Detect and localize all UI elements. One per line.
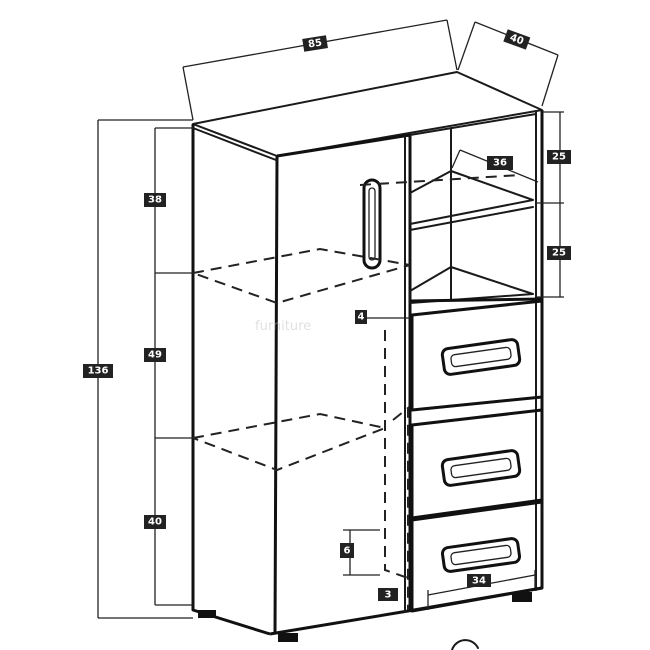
bottom-shelf xyxy=(409,266,534,304)
cabinet-top xyxy=(192,71,543,157)
dim-drawer-width: 34 xyxy=(467,574,491,587)
svg-text:34: 34 xyxy=(472,576,486,587)
dim-upper-shelf-gap: 25 xyxy=(547,150,571,164)
svg-text:36: 36 xyxy=(493,158,507,169)
dim-total-height: 136 xyxy=(83,364,113,378)
svg-text:3: 3 xyxy=(385,590,392,601)
dim-middle-section: 49 xyxy=(144,348,166,362)
dimension-labels: 85 40 136 38 49 40 25 25 xyxy=(83,29,571,601)
drawer-3-handle xyxy=(440,537,522,573)
dim-plinth-height: 6 xyxy=(340,543,354,558)
dim-top-depth: 40 xyxy=(503,29,531,50)
drawer-2 xyxy=(410,408,544,520)
door-left-edge xyxy=(273,155,279,635)
foot-left xyxy=(198,610,216,618)
svg-text:25: 25 xyxy=(552,152,566,163)
cabinet-left-edge xyxy=(191,124,271,636)
foot-right xyxy=(512,592,532,602)
svg-text:25: 25 xyxy=(552,248,566,259)
door-outline xyxy=(276,133,412,611)
hidden-shelf-lower xyxy=(192,412,389,472)
hidden-lines xyxy=(192,174,521,610)
svg-text:40: 40 xyxy=(148,517,162,528)
drawer-3 xyxy=(410,500,544,613)
dim-shelf-depth: 36 xyxy=(487,156,513,170)
open-shelves xyxy=(409,113,543,304)
cropped-circle-mark xyxy=(451,639,479,650)
dim-inner-width: 4 xyxy=(355,310,367,324)
drawer-2-handle xyxy=(440,449,522,487)
middle-shelf xyxy=(409,170,534,225)
svg-text:49: 49 xyxy=(148,350,162,361)
drawers xyxy=(410,299,544,613)
cabinet-door xyxy=(276,133,412,613)
svg-text:85: 85 xyxy=(307,37,323,50)
svg-text:38: 38 xyxy=(148,195,162,206)
dimension-lines xyxy=(97,19,564,619)
svg-text:4: 4 xyxy=(358,312,365,323)
dim-lower-shelf-gap: 25 xyxy=(547,246,571,260)
door-handle xyxy=(362,178,382,270)
svg-text:136: 136 xyxy=(88,366,109,377)
cabinet-body xyxy=(191,71,544,642)
dim-upper-section: 38 xyxy=(144,193,166,207)
dim-plinth-offset: 3 xyxy=(378,588,398,601)
watermark: furniture xyxy=(255,319,311,334)
dim-top-width: 85 xyxy=(302,35,328,52)
dim-lower-section: 40 xyxy=(144,515,166,529)
svg-text:40: 40 xyxy=(508,32,525,47)
hidden-shelf-upper xyxy=(192,247,411,305)
drawer-1-handle xyxy=(440,338,522,376)
drawer-1 xyxy=(410,299,544,412)
svg-text:6: 6 xyxy=(344,546,351,557)
foot-front xyxy=(278,633,298,642)
